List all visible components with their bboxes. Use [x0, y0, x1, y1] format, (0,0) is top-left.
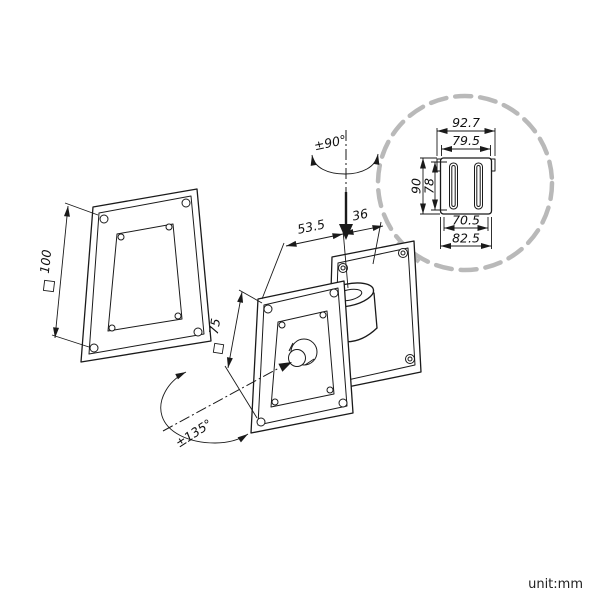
detail-view-wall-plate: 92.7 79.5 90 78 70.5 82.5 — [409, 115, 496, 249]
monitor-plate-100 — [80, 188, 212, 363]
dim-75-label: 75 — [206, 317, 223, 335]
dim-92-7-label: 92.7 — [452, 115, 480, 130]
cylinder-side-right — [373, 292, 378, 329]
pan-rotation-label: ±90° — [313, 132, 348, 153]
pan-rotation-indicator: ±90° — [310, 130, 380, 240]
monitor-plate-75 — [250, 280, 354, 434]
dim-79-5-label: 79.5 — [452, 133, 480, 148]
plate-100-inner-square — [107, 223, 183, 332]
depth-dimensions: 53.5 36 — [261, 206, 384, 300]
square-symbol-icon — [212, 342, 225, 355]
vesa-100-dimension: 100 — [37, 202, 99, 348]
dim-inner-height: 78 — [422, 161, 447, 211]
pan-rotation-arc — [310, 153, 380, 175]
unit-label: unit:mm — [528, 577, 583, 592]
plate-100-rim — [88, 195, 205, 355]
dim-90-label: 90 — [409, 178, 424, 194]
dim-82-5-label: 82.5 — [452, 231, 480, 246]
tilt-rotation-arc — [160, 371, 249, 444]
plate-75-inner-holes — [271, 311, 334, 406]
dim-top-outer-width: 92.7 — [436, 115, 496, 156]
dim-53-5-label: 53.5 — [296, 216, 326, 236]
dim-78-label: 78 — [422, 178, 437, 194]
dim-outer-height: 90 — [409, 157, 440, 215]
plate-75-corner-holes — [256, 288, 348, 427]
dim-bottom-outer-width: 82.5 — [440, 217, 492, 249]
detail-callout-circle — [375, 93, 555, 273]
dim-70-5-label: 70.5 — [452, 213, 480, 228]
pan-arrow-head — [339, 224, 353, 240]
tilt-knob — [288, 338, 318, 367]
plate-100-inner-holes — [108, 223, 182, 332]
tilt-rotation-label: ±135° — [172, 416, 214, 451]
tilt-axis-arrow-head — [278, 362, 292, 372]
dim-36-label: 36 — [351, 206, 370, 224]
plate-75-inner-square — [270, 310, 335, 408]
vesa-75-dimension: 75 — [206, 289, 263, 419]
plate-100-corner-holes — [89, 198, 203, 353]
plate-body — [439, 157, 493, 215]
dim-top-inner-width: 79.5 — [441, 133, 491, 156]
square-symbol-icon — [42, 279, 56, 293]
plate-75-rim — [257, 287, 348, 426]
dim-bottom-inner-width: 70.5 — [443, 213, 489, 231]
dim-100-label: 100 — [37, 249, 54, 274]
plate-slots — [449, 162, 483, 210]
